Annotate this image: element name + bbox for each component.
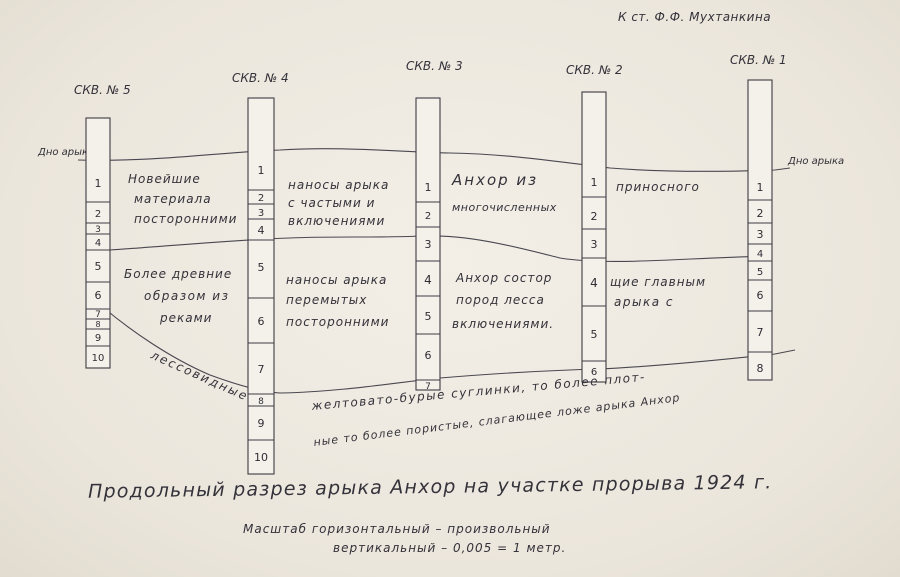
layer-number: 3: [95, 225, 101, 235]
channel-bottom-label-left: Дно арыка: [37, 147, 94, 158]
layer-number: 3: [757, 228, 764, 241]
layer-number: 4: [757, 249, 763, 260]
svg-text:Новейшие: Новейшие: [128, 172, 201, 186]
svg-text:реками: реками: [159, 311, 212, 325]
svg-text:Анхор состор: Анхор состор: [455, 271, 552, 285]
layer-number: 7: [757, 326, 764, 339]
layer-number: 3: [425, 238, 432, 251]
svg-text:образом из: образом из: [144, 289, 229, 303]
layer-number: 10: [254, 451, 268, 464]
layer-number: 5: [591, 328, 598, 341]
layer-number: 7: [425, 382, 431, 392]
layer-number: 2: [591, 210, 598, 223]
layer-number: 4: [590, 276, 598, 290]
layer-number: 6: [95, 289, 102, 302]
layer-number: 1: [591, 176, 598, 189]
upper-stratum-description: Новейшие материала посторонними наносы а…: [128, 171, 700, 228]
svg-text:пород лесса: пород лесса: [456, 293, 545, 307]
scale-vertical: вертикальный – 0,005 = 1 метр.: [333, 541, 567, 555]
borehole-column-skv5: 1 2 3 4 5 6 7 8 9 10: [85, 117, 111, 369]
layer-number: 2: [757, 207, 764, 220]
svg-text:включениями.: включениями.: [452, 317, 554, 331]
channel-bottom-label-right: Дно арыка: [787, 156, 844, 167]
borehole-column-skv1: 1 2 3 4 5 6 7 8: [747, 79, 773, 381]
svg-text:посторонними: посторонними: [286, 315, 389, 329]
scale-horizontal: Масштаб горизонтальный – произвольный: [243, 522, 551, 536]
layer-number: 5: [258, 261, 265, 274]
borehole-column-skv2: 1 2 3 4 5 6: [581, 91, 607, 383]
svg-text:материала: материала: [134, 192, 212, 206]
layer-number: 8: [258, 397, 264, 407]
channel-bottom-line: [77, 148, 791, 172]
borehole-label-skv5: СКВ. № 5: [74, 83, 131, 97]
layer-number: 3: [258, 208, 264, 219]
layer-number: 6: [425, 349, 432, 362]
layer-number: 2: [258, 193, 264, 204]
svg-text:наносы арыка: наносы арыка: [286, 273, 387, 287]
layer-number: 9: [95, 333, 101, 344]
layer-number: 4: [95, 238, 101, 249]
svg-text:Более древние: Более древние: [124, 267, 232, 281]
middle-stratum-description: Более древние образом из реками наносы а…: [124, 267, 706, 331]
borehole-label-skv2: СКВ. № 2: [566, 63, 623, 77]
layer-number: 8: [757, 362, 764, 375]
layer-number: 7: [258, 363, 265, 376]
layer-number: 6: [757, 289, 764, 302]
layer-number: 6: [258, 315, 265, 328]
layer-number: 7: [95, 310, 101, 320]
borehole-label-skv4: СКВ. № 4: [232, 71, 289, 85]
layer-number: 5: [757, 267, 763, 278]
layer-number: 1: [757, 181, 764, 194]
layer-number: 3: [591, 238, 598, 251]
svg-text:перемытых: перемытых: [286, 293, 367, 307]
layer-number: 2: [95, 209, 101, 220]
svg-text:посторонними: посторонними: [134, 212, 237, 226]
svg-text:наносы арыка: наносы арыка: [288, 178, 389, 192]
attribution-text: К ст. Ф.Ф. Мухтанкина: [618, 10, 772, 24]
svg-text:арыка с: арыка с: [614, 295, 674, 309]
svg-text:включениями: включениями: [288, 214, 385, 228]
svg-text:Анхор из: Анхор из: [451, 171, 538, 189]
layer-number: 1: [258, 164, 265, 177]
svg-text:с частыми и: с частыми и: [288, 196, 375, 210]
layer-number: 5: [95, 260, 102, 273]
svg-text:приносного: приносного: [616, 180, 700, 194]
layer-number: 8: [95, 320, 100, 329]
borehole-column-skv3: 1 2 3 4 5 6 7: [415, 97, 441, 392]
layer-number: 2: [425, 211, 431, 222]
layer-number: 10: [92, 353, 105, 364]
svg-text:многочисленных: многочисленных: [452, 201, 557, 214]
layer-number: 5: [425, 310, 432, 323]
layer-number: 4: [258, 224, 265, 237]
borehole-label-skv1: СКВ. № 1: [730, 53, 787, 67]
svg-text:лессовидные: лессовидные: [148, 348, 251, 404]
layer-number: 1: [95, 177, 102, 190]
borehole-column-skv4: 1 2 3 4 5 6 7 8 9 10: [247, 97, 275, 475]
svg-text:щие главным: щие главным: [610, 275, 706, 289]
middle-stratum-base-line: [103, 307, 796, 394]
layer-number: 9: [258, 417, 265, 430]
layer-number: 4: [424, 273, 432, 287]
layer-number: 1: [425, 181, 432, 194]
layer-number: 6: [591, 367, 597, 378]
borehole-label-skv3: СКВ. № 3: [406, 59, 463, 73]
